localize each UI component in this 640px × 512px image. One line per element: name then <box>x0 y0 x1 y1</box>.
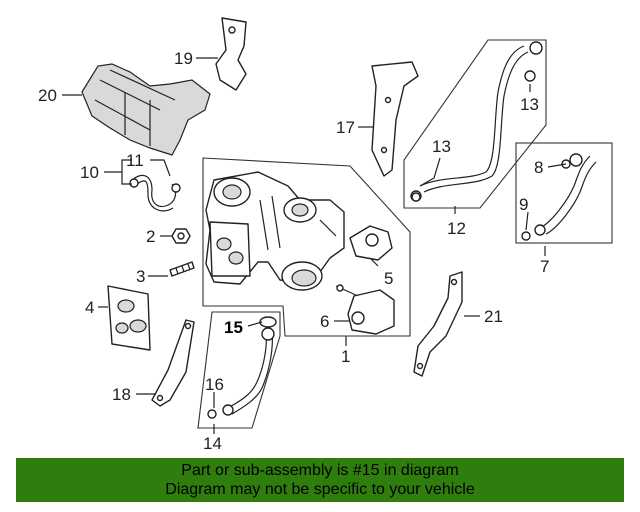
leader-lines <box>62 57 567 434</box>
gasket-part <box>107 285 151 351</box>
turbocharger-part <box>205 171 345 291</box>
actuator-5-part <box>349 225 393 261</box>
callout-4: 4 <box>85 298 94 317</box>
callout-5: 5 <box>384 269 393 288</box>
stud-part <box>169 261 195 277</box>
turbo-assembly-outline <box>202 157 411 337</box>
callout-12: 12 <box>447 219 466 238</box>
shield-18-part <box>151 319 195 407</box>
pipe-7-group-outline <box>515 142 613 244</box>
callout-1: 1 <box>341 347 350 366</box>
callout-3: 3 <box>136 267 145 286</box>
nut-part <box>171 228 191 244</box>
callout-9: 9 <box>519 195 528 214</box>
callout-16: 16 <box>205 375 224 394</box>
seal-ring-13a-part <box>524 70 536 82</box>
bracket-21-part <box>413 271 463 377</box>
banner-line-1: Part or sub-assembly is #15 in diagram <box>181 462 459 479</box>
seal-ring-13b-part <box>411 192 421 202</box>
coolant-pipe-group-outline <box>403 39 547 209</box>
shield-17-part <box>371 61 419 177</box>
callout-17: 17 <box>336 118 355 137</box>
callout-8: 8 <box>534 158 543 177</box>
callout-13a: 13 <box>520 95 539 114</box>
callout-14: 14 <box>203 434 222 453</box>
callout-2: 2 <box>146 227 155 246</box>
info-banner: Part or sub-assembly is #15 in diagram D… <box>16 458 624 502</box>
callout-20: 20 <box>38 86 57 105</box>
callout-21: 21 <box>484 307 503 326</box>
oil-line-16-part <box>207 327 275 419</box>
oil-line-group-outline <box>197 311 281 429</box>
callout-13b: 13 <box>432 137 451 156</box>
parts-diagram: 1 2 3 4 5 6 7 8 9 10 11 12 13 13 14 15 1… <box>38 17 613 453</box>
callout-11: 11 <box>126 151 144 170</box>
bracket-part <box>215 17 247 91</box>
banner-line-2: Diagram may not be specific to your vehi… <box>165 481 475 498</box>
callout-7: 7 <box>540 257 549 276</box>
callout-18: 18 <box>112 385 131 404</box>
actuator-6-part <box>335 284 395 335</box>
callout-6: 6 <box>320 312 329 331</box>
pipe-7-part <box>521 153 597 241</box>
heat-shield-part <box>81 63 211 156</box>
callout-15: 15 <box>224 318 243 337</box>
oil-pipe-11-part <box>129 175 181 212</box>
callout-10: 10 <box>80 163 99 182</box>
seal-ring-15-part <box>259 316 277 328</box>
callout-19: 19 <box>174 49 193 68</box>
